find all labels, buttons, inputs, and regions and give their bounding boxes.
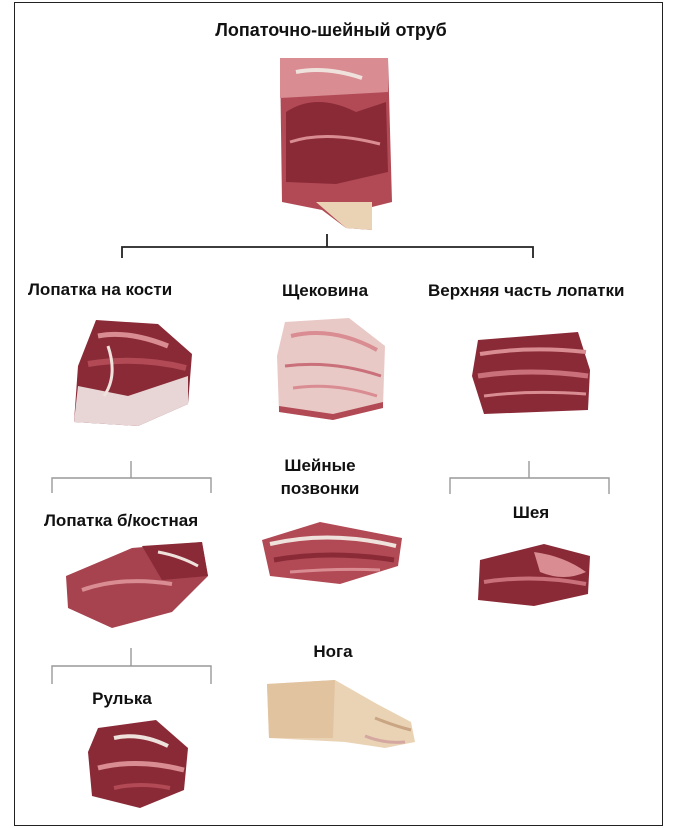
label-rulka: Рулька — [92, 688, 152, 711]
shchekovina-image — [273, 316, 393, 424]
verkhnyaya-chast-lopatki-image — [470, 330, 594, 416]
noga-image — [265, 678, 417, 752]
lopatka-na-kosti-image — [68, 316, 196, 430]
label-sheynye-pozvonki: Шейные позвонки — [265, 455, 375, 501]
sheya-image — [474, 542, 594, 608]
label-lopatka-na-kosti: Лопатка на кости — [28, 279, 172, 302]
lopatka-bkostnaya-image — [62, 536, 212, 632]
label-shchekovina: Щековина — [282, 280, 368, 303]
root-cut-image — [276, 52, 394, 234]
label-verkhnyaya-chast-lopatki: Верхняя часть лопатки — [428, 280, 624, 303]
rulka-image — [84, 718, 192, 810]
label-lopatka-bkostnaya: Лопатка б/костная — [44, 510, 198, 533]
label-noga: Нога — [313, 641, 352, 664]
sheynye-pozvonki-image — [260, 520, 404, 588]
label-sheya: Шея — [513, 502, 549, 525]
root-label: Лопаточно-шейный отруб — [215, 18, 447, 42]
